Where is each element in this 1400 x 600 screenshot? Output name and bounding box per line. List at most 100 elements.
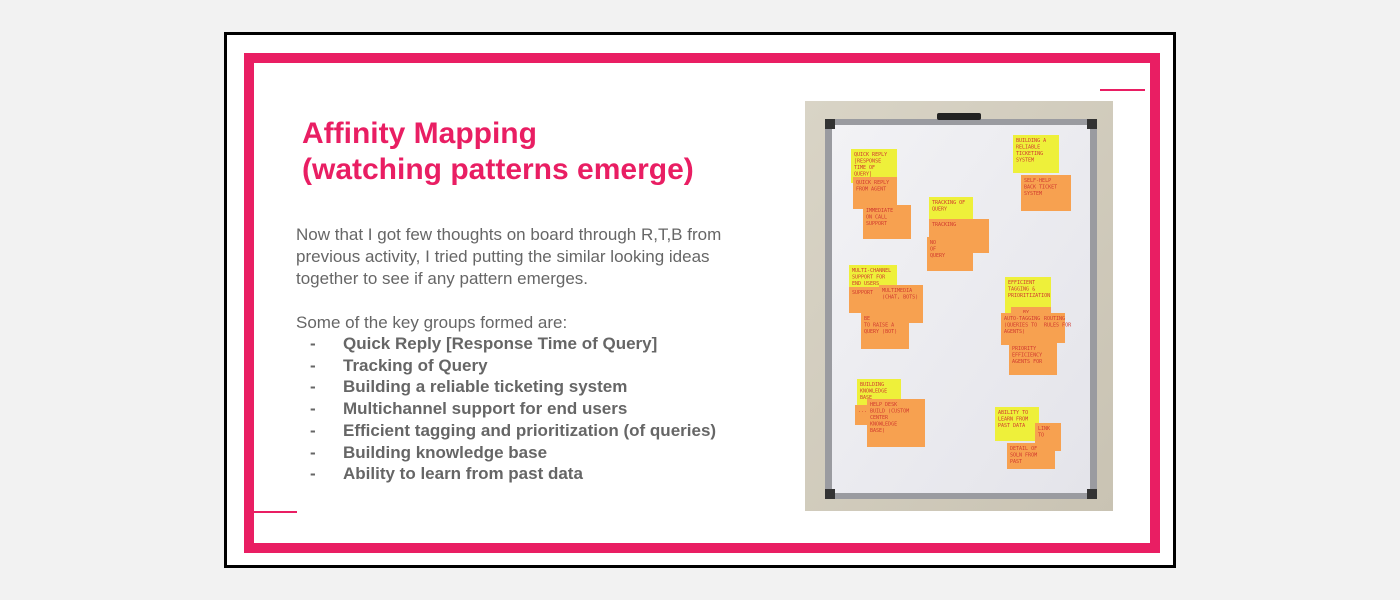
sticky-text: TRACKING OF [932,200,965,206]
sticky-text: END USERS [852,281,879,287]
key-groups-list: - Quick Reply [Response Time of Query] - T… [310,333,716,485]
sticky-text: QUICK REPLY [854,152,887,158]
marker-tray [937,113,981,120]
sticky-text: QUERY] [854,172,872,178]
group-label: Building knowledge base [343,442,548,462]
sticky-text: TO [1038,433,1044,439]
sticky-text: LEARN FROM [998,417,1028,423]
accent-line-bottom-left [252,511,297,513]
sticky-text: QUERY [930,253,945,259]
bullet-dash: - [310,464,316,484]
bullet-dash: - [310,399,316,419]
sticky-text: ROUTING [1044,316,1065,322]
corner-clip [1087,119,1097,129]
sticky-text: BACK TICKET [1024,185,1057,191]
groups-label: Some of the key groups formed are: [296,313,568,332]
group-label: Building a reliable ticketing system [343,377,628,397]
sticky-text: AGENTS FOR [1012,359,1043,365]
sticky-text: PAST [1010,459,1022,465]
sticky-text: SUPPORT FOR [852,275,886,281]
sticky-text: TAGGING & [1008,287,1035,293]
sticky-text: AGENTS) [1004,329,1025,335]
slide-title-line-2: (watching patterns emerge) [302,153,694,186]
sticky-note: SUPPORT [849,287,879,313]
sticky-text: CENTER [870,415,889,421]
sticky-text: PRIORITY [1012,346,1036,352]
accent-line-top-right [1100,89,1145,91]
sticky-text: AUTO-TAGGING [1004,316,1040,322]
sticky-text: KNOWLEDGE [870,422,897,428]
sticky-text: HELP DESK [870,402,897,408]
bullet-dash: - [310,442,316,462]
slide-title-line-1: Affinity Mapping [302,117,537,150]
sticky-text: SOLN FROM [1010,453,1037,459]
sticky-text: RULES FOR [1044,323,1072,329]
sticky-text: SUPPORT [852,290,873,296]
bullet-dash: - [310,334,316,353]
list-item: - Building knowledge base [310,442,716,464]
sticky-text: TO RAISE A [864,323,894,329]
sticky-text: (CHAT, BOTS) [882,295,918,301]
sticky-text: SYSTEM [1016,158,1034,164]
list-item: - Efficient tagging and prioritization (o… [310,420,716,442]
corner-clip [825,119,835,129]
bullet-dash: - [310,420,316,440]
sticky-text: KNOWLEDGE [860,389,887,395]
corner-clip [1087,489,1097,499]
sticky-text: ON CALL [866,215,887,221]
group-label: Quick Reply [Response Time of Query] [343,334,658,353]
sticky-text: FROM AGENT [856,187,886,193]
sticky-text: RELIABLE [1016,145,1040,151]
sticky-text: QUERY (BOT) [864,329,897,335]
sticky-text: SYSTEM [1024,191,1042,197]
sticky-text: BUILDING A [1016,138,1046,144]
sticky-text: [RESPONSE [854,159,881,165]
sticky-text: BE [864,316,870,322]
sticky-text: (QUERIES TO [1004,323,1037,329]
sticky-text: PAST DATA [998,423,1025,429]
sticky-text: IMMEDIATE [866,208,893,214]
corner-clip [825,489,835,499]
sticky-text: TIME OF [854,165,875,171]
sticky-text: EFFICIENT [1008,280,1035,286]
sticky-text: BASE [860,395,872,401]
list-item: - Tracking of Query [310,355,716,377]
sticky-text: MULTIMEDIA [882,288,912,294]
list-item: - Quick Reply [Response Time of Query] [310,333,716,355]
group-label: Multichannel support for end users [343,399,628,419]
group-label: Tracking of Query [343,355,488,375]
sticky-text: ABILITY TO [998,410,1028,416]
sticky-text: LINK [1038,426,1050,432]
sticky-text: SUPPORT [866,221,887,227]
bullet-dash: - [310,355,316,375]
slide-title: Affinity Mapping (watching patterns emer… [302,116,694,188]
group-label: Ability to learn from past data [343,464,583,484]
sticky-text: QUERY [932,207,947,213]
sticky-text: SELF-HELP [1024,178,1051,184]
sticky-text: TICKETING [1016,151,1043,157]
sticky-text: BUILD (CUSTOM [870,409,909,415]
sticky-text: PRIORITIZATION [1008,293,1050,299]
bullet-dash: - [310,377,316,397]
sticky-text: OF [930,247,936,253]
list-item: - Ability to learn from past data [310,463,716,485]
group-label: Efficient tagging and prioritization (of… [343,420,717,440]
sticky-text: EFFICIENCY [1012,353,1042,359]
sticky-text: DETAIL OF [1010,446,1037,452]
list-item: - Multichannel support for end users [310,398,716,420]
sticky-text: BASE) [870,428,885,434]
list-item: - Building a reliable ticketing system [310,376,716,398]
